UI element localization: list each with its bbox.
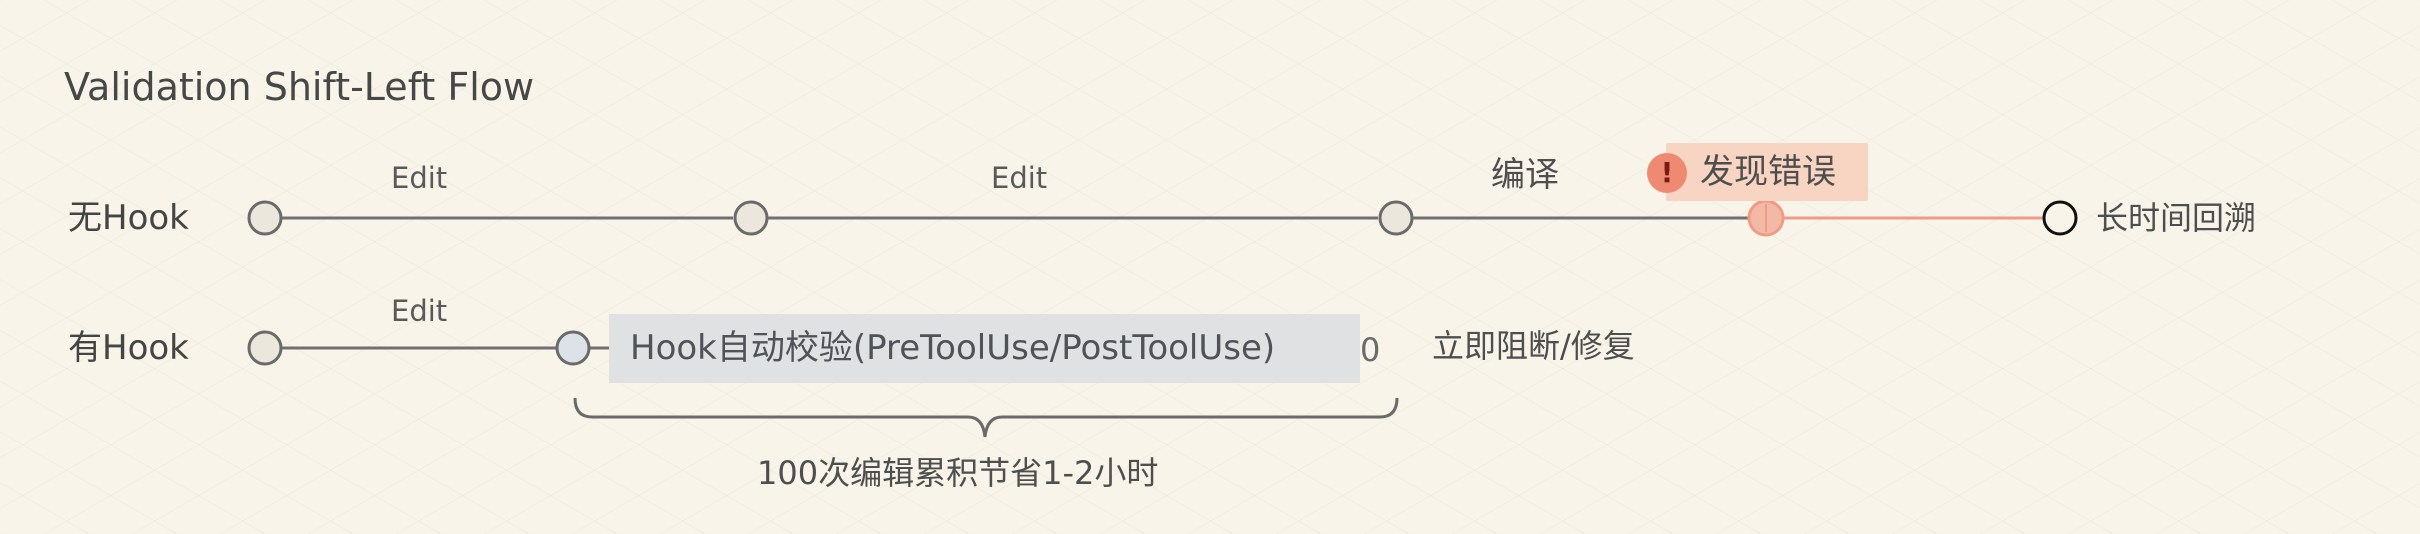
- node-no-hook-end: [2042, 200, 2078, 236]
- edge-label-edit-2: Edit: [991, 161, 1048, 195]
- exclamation-icon: !: [1647, 153, 1687, 193]
- hook-check-box: [609, 314, 1360, 383]
- zero-label: 0: [1360, 331, 1381, 369]
- node-no-hook-edit: [733, 200, 769, 236]
- edge-label-compile: 编译: [1491, 155, 1559, 195]
- node-with-hook-start: [247, 330, 283, 366]
- error-highlight: [1666, 143, 1868, 201]
- row-label-with-hook: 有Hook: [68, 328, 189, 368]
- node-no-hook-start: [247, 200, 283, 236]
- savings-brace: [573, 397, 1399, 438]
- edge-label-edit-hook: Edit: [391, 294, 448, 328]
- brace-note-time-saved: 100次编辑累积节省1-2小时: [757, 454, 1159, 492]
- node-no-hook-compile: [1378, 200, 1414, 236]
- error-label: 发现错误: [1700, 152, 1836, 192]
- diagram-title: Validation Shift-Left Flow: [64, 65, 535, 109]
- end-label-long-backtrack: 长时间回溯: [2096, 199, 2257, 237]
- row-label-no-hook: 无Hook: [68, 198, 189, 238]
- edge-label-edit-1: Edit: [391, 161, 448, 195]
- node-with-hook-edit: [555, 330, 591, 366]
- result-label-immediate-fix: 立即阻断/修复: [1432, 327, 1635, 365]
- hook-check-label: Hook自动校验(PreToolUse/PostToolUse): [630, 328, 1276, 368]
